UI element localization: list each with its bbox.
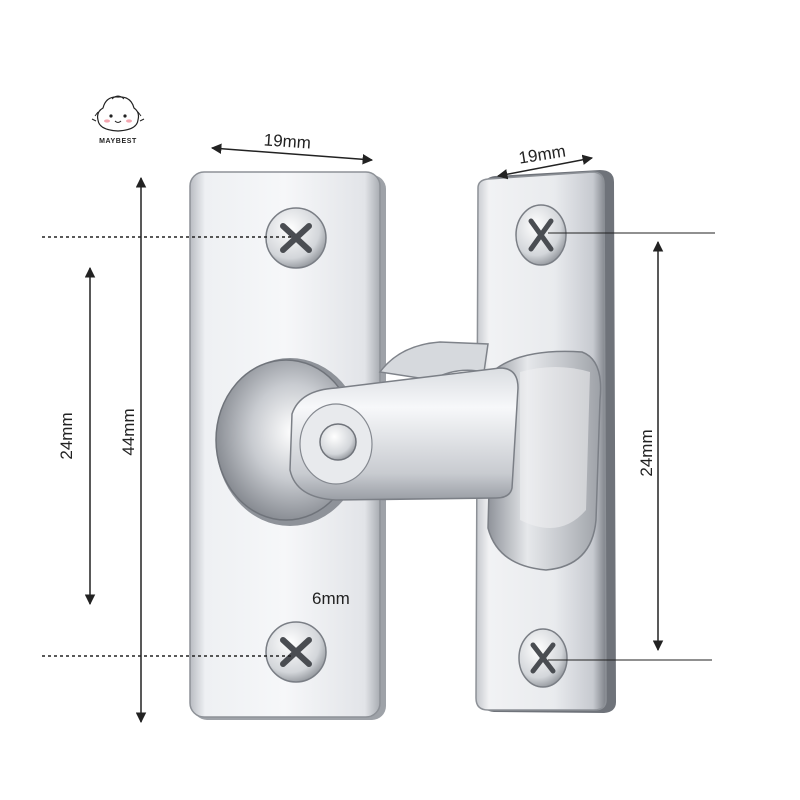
bun-mascot-icon bbox=[91, 95, 145, 132]
screw-icon-left-top bbox=[265, 207, 327, 269]
screw-icon-left-bottom bbox=[265, 621, 327, 683]
brand-logo: MAYBEST bbox=[91, 95, 145, 145]
screw-icon-right-bottom bbox=[518, 628, 568, 688]
engraving-text: 6mm bbox=[312, 589, 350, 608]
swing-arm bbox=[289, 367, 519, 501]
dim-left-hole-spacing: 24mm bbox=[57, 412, 76, 459]
dim-total-height: 44mm bbox=[119, 408, 138, 455]
dim-left-width: 19mm bbox=[263, 130, 311, 152]
brand-name: MAYBEST bbox=[99, 138, 137, 145]
dim-right-hole-spacing: 24mm bbox=[637, 429, 656, 476]
screw-icon-right-top bbox=[515, 204, 567, 266]
dimension-lines bbox=[42, 143, 715, 724]
